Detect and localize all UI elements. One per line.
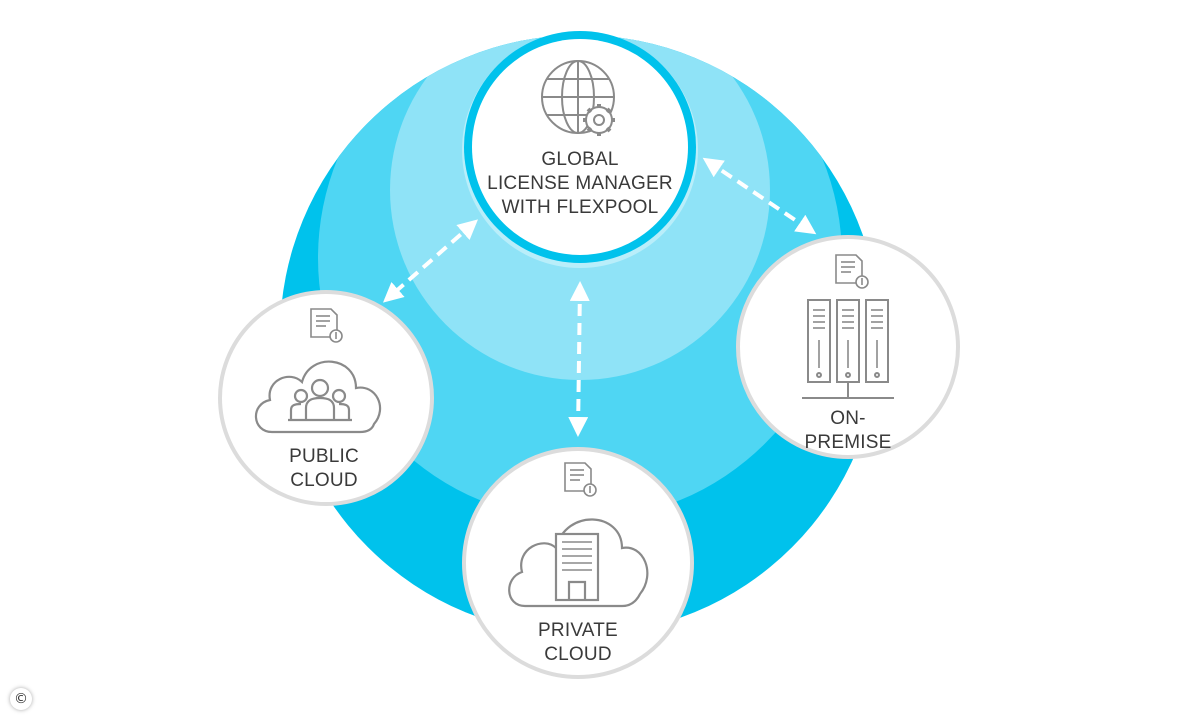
cloud-users-icon <box>254 360 382 434</box>
global-license-manager-label: GLOBAL LICENSE MANAGER WITH FLEXPOOL <box>480 148 680 220</box>
global-label-line3: WITH FLEXPOOL <box>501 197 659 218</box>
on-premise-label-line1: ON- <box>830 408 866 429</box>
arrow-global-private-cloud <box>568 281 590 437</box>
server-rack-icon <box>802 299 894 399</box>
public-cloud-label-line1: PUBLIC <box>289 446 359 467</box>
on-premise-label: ON- PREMISE <box>786 407 910 455</box>
private-cloud-label-line1: PRIVATE <box>538 620 618 641</box>
document-download-icon <box>564 462 597 497</box>
on-premise-node <box>736 235 960 459</box>
private-cloud-label-line2: CLOUD <box>544 644 612 665</box>
global-license-manager-node <box>464 31 696 263</box>
arrow-global-on-premise <box>702 157 817 235</box>
copyright-badge[interactable]: © <box>10 688 32 710</box>
global-label-line1: GLOBAL <box>541 149 619 170</box>
global-label-line2: LICENSE MANAGER <box>487 173 673 194</box>
private-cloud-node <box>462 447 694 679</box>
document-download-icon <box>310 308 343 343</box>
cloud-building-icon <box>508 518 649 608</box>
arrow-global-public-cloud <box>382 219 479 303</box>
on-premise-label-line2: PREMISE <box>804 432 892 453</box>
public-cloud-node <box>218 290 434 506</box>
globe-gear-icon <box>541 60 615 136</box>
connection-arrows <box>382 157 817 437</box>
public-cloud-label: PUBLIC CLOUD <box>262 445 386 493</box>
document-download-icon <box>835 254 869 289</box>
private-cloud-label: PRIVATE CLOUD <box>516 619 640 667</box>
public-cloud-label-line2: CLOUD <box>290 470 358 491</box>
